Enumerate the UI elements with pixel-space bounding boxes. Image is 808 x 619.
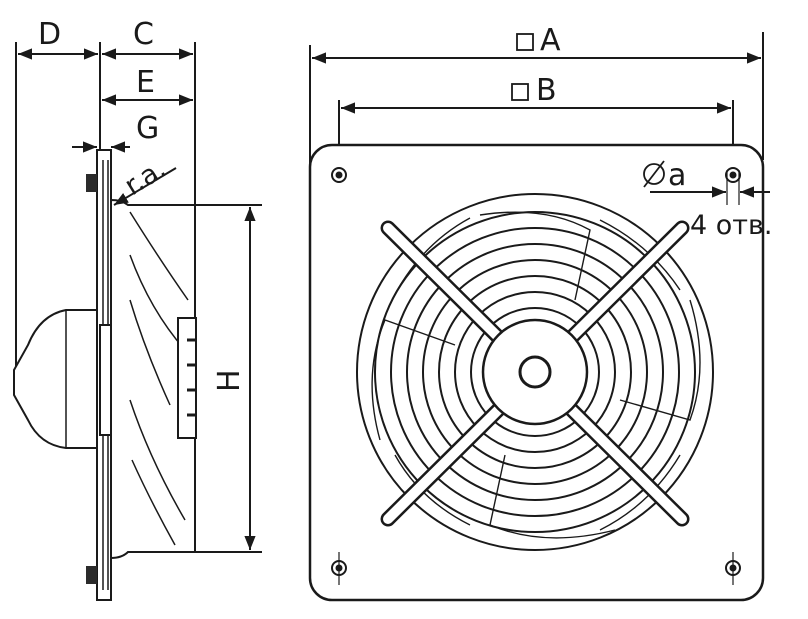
mounting-hole-bottom-left — [331, 552, 347, 585]
mounting-hole-top-right — [725, 167, 741, 183]
label-a: A — [540, 23, 561, 58]
label-g: G — [136, 111, 159, 146]
blade-curve-4 — [129, 399, 186, 521]
fan-guard-rings — [356, 193, 714, 551]
bracket-top — [86, 174, 97, 192]
fan-hub-center — [518, 355, 552, 389]
square-symbol-a-icon — [516, 33, 534, 51]
diameter-symbol-icon — [643, 160, 665, 188]
label-b: B — [536, 73, 557, 108]
motor-front-cap — [177, 317, 197, 439]
blade-curve-3 — [129, 299, 171, 406]
label-h: H — [212, 369, 247, 392]
mounting-hole-top-left — [331, 167, 347, 183]
label-c: C — [133, 17, 154, 52]
side-view — [13, 42, 262, 601]
label-holes-count: 4 отв. — [690, 210, 773, 241]
label-e: E — [136, 65, 155, 100]
blade-curve-1 — [129, 211, 189, 301]
label-d: D — [38, 17, 61, 52]
fan-blades — [371, 211, 701, 539]
blade-curve-5 — [131, 459, 176, 546]
square-symbol-b-icon — [511, 83, 529, 101]
bracket-bottom — [86, 566, 97, 584]
leader-ra — [113, 167, 177, 206]
label-hole-diameter: a — [668, 158, 686, 193]
mounting-hole-bottom-right — [725, 552, 741, 585]
label-ra: r.a. — [119, 153, 171, 202]
motor-housing — [13, 309, 98, 449]
front-view — [308, 32, 770, 602]
